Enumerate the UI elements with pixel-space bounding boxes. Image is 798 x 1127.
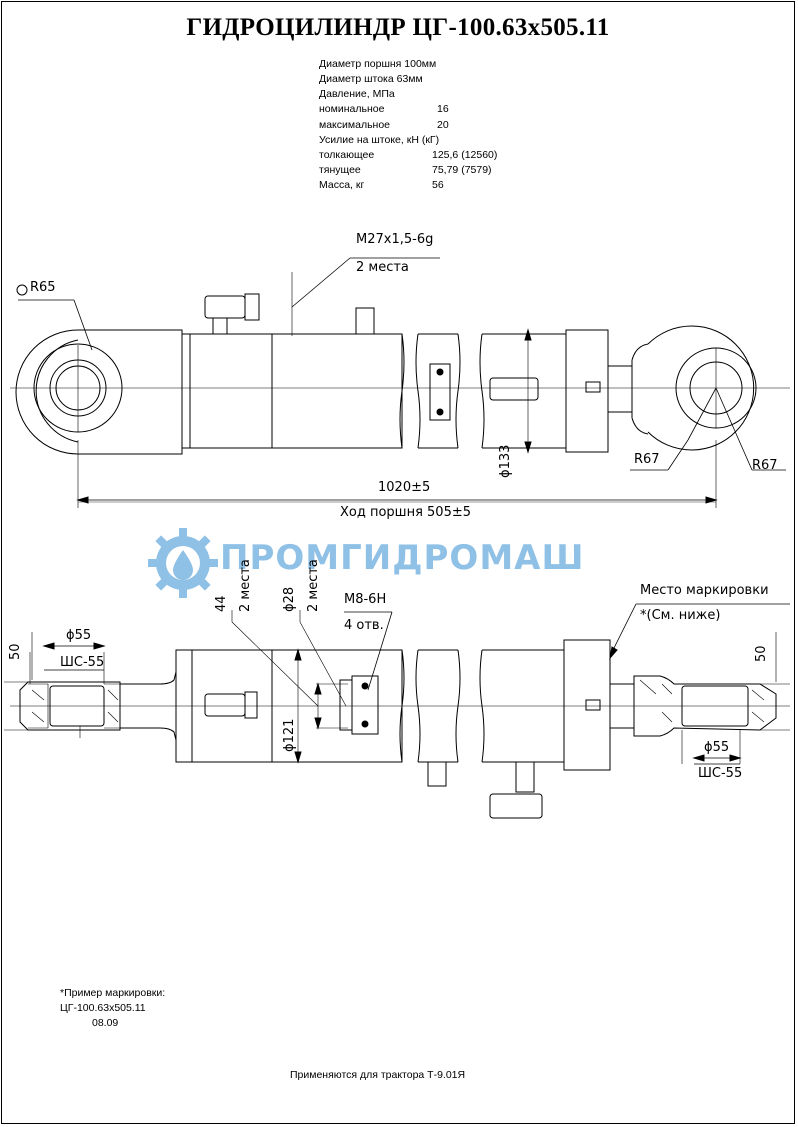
top-view <box>10 257 790 508</box>
watermark-logo: ПРОМГИДРОМАШ <box>148 528 668 598</box>
d44-label: 44 <box>214 595 229 612</box>
spec-label: Масса, кг <box>319 179 365 191</box>
r67-right-label: R67 <box>752 458 778 473</box>
spec-label: Давление, МПа <box>319 88 395 100</box>
m8-label: М8-6Н <box>344 592 387 607</box>
spec-value: 56 <box>432 179 444 191</box>
spec-label: Диаметр штока 63мм <box>319 73 423 85</box>
applicability-note: Применяются для трактора Т-9.01Я <box>290 1069 466 1081</box>
w50-left-label: 50 <box>8 643 23 660</box>
w50-right-label: 50 <box>754 645 769 662</box>
marking-example-line2: 08.09 <box>92 1017 119 1029</box>
r67-left-label: R67 <box>634 452 660 467</box>
spec-label: максимальное <box>319 119 391 131</box>
spec-value: 20 <box>437 119 449 131</box>
d133-label: ϕ133 <box>498 444 513 478</box>
marking-ref-label: *(См. ниже) <box>640 608 721 623</box>
length-label: 1020±5 <box>378 480 431 495</box>
r65-label: R65 <box>30 280 56 295</box>
d55-right-label: ϕ55 <box>704 740 730 755</box>
spec-value: 75,79 (7579) <box>432 164 492 176</box>
bottom-view <box>4 603 790 819</box>
spec-label: тянущее <box>319 164 361 176</box>
spec-table: Диаметр поршня 100мм Диаметр штока 63мм … <box>319 57 539 197</box>
marking-example-heading: *Пример маркировки: <box>60 987 166 999</box>
marking-example-line1: ЦГ-100.63х505.11 <box>60 1002 146 1014</box>
watermark-text: ПРОМГИДРОМАШ <box>220 538 585 578</box>
drawing-title: ГИДРОЦИЛИНДР ЦГ-100.63х505.11 <box>186 14 610 41</box>
thread-qty-label: 2 места <box>356 260 409 275</box>
spec-label: толкающее <box>319 149 375 161</box>
spec-value: 16 <box>437 103 449 115</box>
thread-label: М27х1,5-6g <box>356 232 434 247</box>
d121-label: ϕ121 <box>282 718 297 752</box>
shs-right-label: ШС-55 <box>698 766 743 781</box>
stroke-label: Ход поршня 505±5 <box>340 505 472 520</box>
spec-label: Усилие на штоке, кН (кГ) <box>319 134 440 146</box>
spec-value: 125,6 (12560) <box>432 149 498 161</box>
marking-place-label: Место маркировки <box>640 583 769 598</box>
two-places-label: 2 места <box>306 559 321 612</box>
shs-left-label: ШС-55 <box>60 655 105 670</box>
m8-qty-label: 4 отв. <box>344 618 384 633</box>
d28-label: ϕ28 <box>282 586 297 612</box>
two-places-label: 2 места <box>238 559 253 612</box>
spec-label: Диаметр поршня 100мм <box>319 58 437 70</box>
gear-drop-icon <box>148 528 218 598</box>
spec-label: номинальное <box>319 103 385 115</box>
d55-left-label: ϕ55 <box>66 628 92 643</box>
